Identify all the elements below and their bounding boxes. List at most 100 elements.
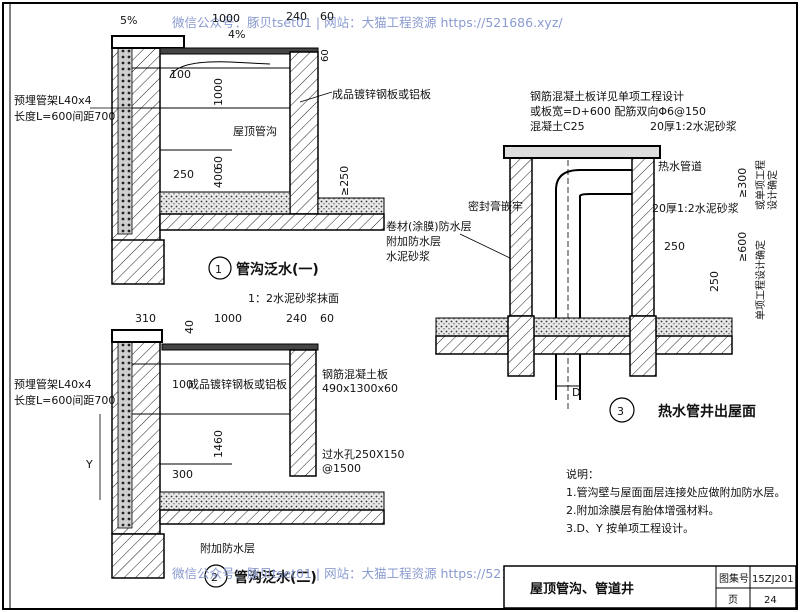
dim-400: 400 bbox=[212, 167, 225, 188]
note-1: 1.管沟壁与屋面面层连接处应做附加防水层。 bbox=[566, 485, 786, 499]
label-galv-plate-2: 成品镀锌钢板或铝板 bbox=[188, 377, 287, 391]
dim-ge250: ≥250 bbox=[338, 166, 351, 196]
dim-100-b: 100 bbox=[172, 378, 193, 391]
dim-ge600: ≥600 bbox=[736, 232, 749, 262]
dim-slope: 5% bbox=[120, 14, 137, 27]
watermark-top: 微信公众号：豚贝tset01 | 网站：大猫工程资源 https://52168… bbox=[172, 15, 563, 30]
shaft-wall-left bbox=[509, 155, 533, 317]
dim-60-b: 60 bbox=[212, 156, 225, 170]
dim-1000: 1000 bbox=[212, 12, 240, 25]
label-cover-spec: 或板宽=D+600 配筋双向Φ6@150 bbox=[530, 104, 706, 118]
label-rc-slab-size: 490x1300x60 bbox=[322, 382, 398, 395]
note-2: 2.附加涂膜层有胎体增强材料。 bbox=[566, 503, 720, 517]
roof-layers bbox=[159, 491, 385, 511]
caption-circle-2 bbox=[204, 564, 228, 588]
dim-60-v: 60 bbox=[320, 49, 331, 62]
dim-60: 60 bbox=[320, 10, 334, 23]
dim-250-3v: 250 bbox=[708, 271, 721, 292]
caption-1: 管沟泛水(一) bbox=[236, 261, 319, 278]
caption-number-2: 2 bbox=[211, 571, 218, 584]
label-concrete: 混凝土C25 bbox=[530, 119, 585, 133]
trench-wall bbox=[289, 51, 319, 215]
label-pipe-rack-len: 长度L=600间距700 bbox=[14, 109, 115, 123]
roof-slab bbox=[159, 213, 385, 231]
beam bbox=[111, 239, 165, 285]
dim-300: 300 bbox=[172, 468, 193, 481]
hot-pipe bbox=[555, 169, 632, 400]
dim-1000-b: 1000 bbox=[214, 312, 242, 325]
caption-number-1: 1 bbox=[215, 263, 222, 276]
detail-2: 310 40 1000 240 60 100 1460 300 Y 1：2水泥砂… bbox=[14, 291, 405, 588]
roof-slab bbox=[435, 335, 733, 355]
dim-310: 310 bbox=[135, 312, 156, 325]
page-number: 24 bbox=[764, 595, 777, 606]
side-note-c: 单项工程设计确定 bbox=[754, 240, 767, 320]
beam bbox=[111, 533, 165, 579]
label-sealant: 密封膏嵌牢 bbox=[468, 199, 523, 213]
dim-240: 240 bbox=[286, 10, 307, 23]
dim-D: D bbox=[572, 386, 580, 399]
galv-cover-plate bbox=[159, 47, 319, 55]
label-rc-slab: 钢筋混凝土板 bbox=[322, 367, 388, 381]
label-mortar-20a: 20厚1:2水泥砂浆 bbox=[650, 119, 737, 133]
label-hot-pipe: 热水管道 bbox=[658, 159, 702, 173]
shaft-wall-right bbox=[631, 155, 655, 317]
page-label: 页 bbox=[728, 594, 738, 606]
label-pipe-rack-len-2: 长度L=600间距700 bbox=[14, 393, 115, 407]
watermark-bottom: 微信公众号：豚贝tset01 | 网站：大猫工程资源 https://52168… bbox=[172, 566, 563, 581]
dim-Y: Y bbox=[85, 458, 93, 471]
coping bbox=[111, 329, 163, 343]
dim-250-3: 250 bbox=[664, 240, 685, 253]
caption-2: 管沟泛水(二) bbox=[234, 569, 317, 586]
dim-240-b: 240 bbox=[286, 312, 307, 325]
dim-40: 40 bbox=[183, 320, 196, 334]
dim-100: 100 bbox=[170, 68, 191, 81]
label-pipe-rack-2: 预埋管架L40x4 bbox=[14, 377, 92, 391]
coping bbox=[111, 35, 185, 49]
title-block: 屋顶管沟、管道井 图集号 15ZJ201 页 24 bbox=[503, 565, 797, 609]
roof-slab bbox=[159, 509, 385, 525]
label-extra-wp: 附加防水层 bbox=[200, 541, 255, 555]
dim-60-c: 60 bbox=[320, 312, 334, 325]
caption-number-3: 3 bbox=[617, 405, 624, 418]
rc-cover-slab bbox=[161, 343, 319, 351]
caption-3: 热水管井出屋面 bbox=[658, 403, 756, 420]
label-membrane: 卷材(涂膜)防水层 bbox=[386, 219, 472, 233]
roof-layers bbox=[435, 317, 733, 337]
label-rc-cover: 钢筋混凝土板详见单项工程设计 bbox=[530, 89, 684, 103]
notes-heading: 说明： bbox=[566, 467, 599, 481]
detail-1: 5% 1000 4% 240 60 60 1000 60 400 100 250… bbox=[14, 10, 431, 285]
label-mortar-20b: 20厚1:2水泥砂浆 bbox=[652, 201, 739, 215]
insulation-layer bbox=[117, 43, 133, 235]
insulation-layer bbox=[117, 337, 133, 529]
label-galv-plate: 成品镀锌钢板或铝板 bbox=[332, 87, 431, 101]
caption-circle-3 bbox=[609, 397, 635, 423]
label-mortar-top: 1：2水泥砂浆抹面 bbox=[248, 291, 339, 305]
notes: 说明： 1.管沟壁与屋面面层连接处应做附加防水层。 2.附加涂膜层有胎体增强材料… bbox=[566, 467, 786, 535]
dim-1460: 1460 bbox=[212, 430, 225, 458]
note-3: 3.D、Y 按单项工程设计。 bbox=[566, 521, 694, 535]
shaft-cover bbox=[503, 145, 661, 159]
side-note-a: 或单项工程 bbox=[755, 160, 767, 210]
dim-1000-v: 1000 bbox=[212, 78, 225, 106]
atlas-number: 15ZJ201 bbox=[752, 574, 794, 585]
atlas-label: 图集号 bbox=[719, 572, 749, 585]
label-extra-wp-3: 附加防水层 bbox=[386, 234, 441, 248]
detail-3: 钢筋混凝土板详见单项工程设计 或板宽=D+600 配筋双向Φ6@150 混凝土C… bbox=[386, 89, 779, 423]
pipe-curve bbox=[169, 61, 271, 79]
label-cement-mortar: 水泥砂浆 bbox=[386, 249, 430, 263]
label-overflow: 过水孔250X150 bbox=[322, 448, 405, 461]
dim-250: 250 bbox=[173, 168, 194, 181]
title-block-title: 屋顶管沟、管道井 bbox=[530, 581, 634, 597]
dim-ge300: ≥300 bbox=[736, 168, 749, 198]
label-pipe-rack: 预埋管架L40x4 bbox=[14, 93, 92, 107]
label-roof-trench: 屋顶管沟 bbox=[233, 124, 277, 138]
side-note-b: 设计确定 bbox=[766, 170, 779, 210]
dim-slope-4: 4% bbox=[228, 28, 245, 41]
trench-wall bbox=[289, 349, 317, 477]
trench-floor bbox=[159, 191, 291, 215]
caption-circle-1 bbox=[208, 256, 232, 280]
label-overflow-spacing: @1500 bbox=[322, 462, 361, 475]
